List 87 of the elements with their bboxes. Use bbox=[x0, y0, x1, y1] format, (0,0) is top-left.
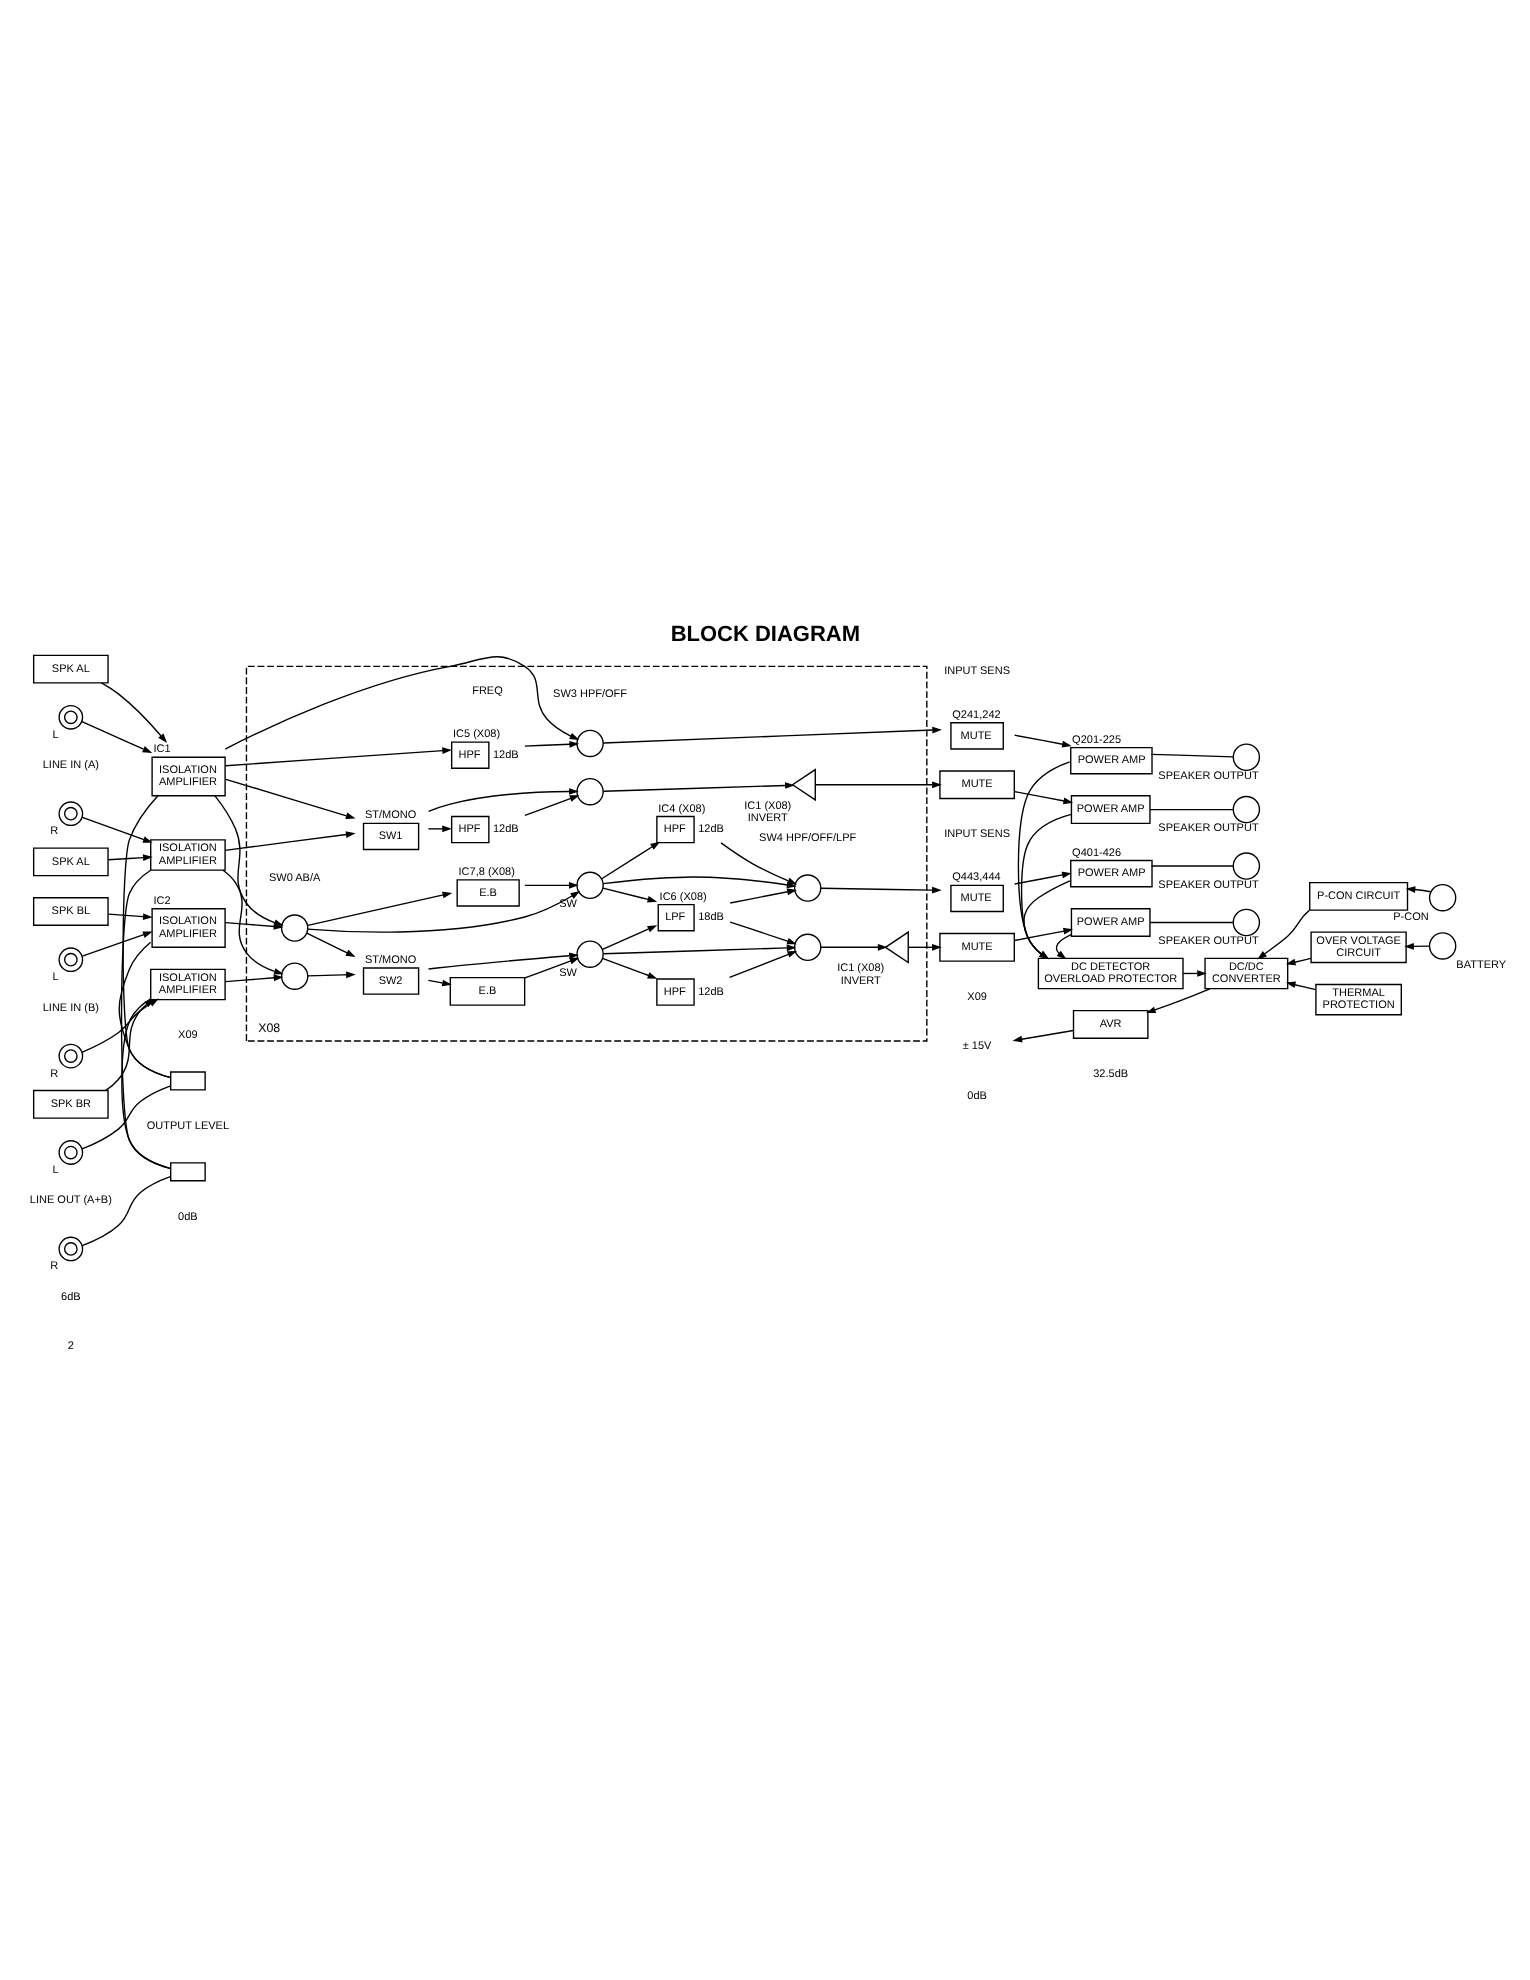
arrow bbox=[306, 932, 356, 957]
arrow bbox=[1285, 957, 1312, 966]
node-circle bbox=[58, 801, 84, 827]
node-circle bbox=[1428, 883, 1457, 912]
connector bbox=[1150, 865, 1234, 867]
arrow bbox=[601, 925, 658, 950]
node-circle bbox=[576, 729, 604, 758]
node-circle bbox=[793, 933, 822, 962]
node-circle bbox=[1232, 743, 1261, 771]
node-circle bbox=[58, 1236, 84, 1262]
arrow bbox=[601, 957, 658, 979]
node-box bbox=[170, 1162, 206, 1182]
connector bbox=[118, 941, 172, 1079]
node-circle bbox=[576, 871, 604, 900]
arrow bbox=[814, 781, 942, 789]
node-circle bbox=[1232, 852, 1261, 880]
node-circle bbox=[793, 874, 822, 902]
node-circle bbox=[280, 962, 309, 990]
arrow bbox=[105, 998, 155, 1092]
arrow bbox=[224, 656, 580, 750]
arrow bbox=[1013, 871, 1072, 885]
arrow bbox=[524, 957, 580, 979]
connector bbox=[81, 1175, 172, 1247]
arrow bbox=[427, 952, 579, 970]
arrow bbox=[1405, 886, 1432, 893]
arrow bbox=[81, 931, 153, 957]
arrow bbox=[820, 886, 942, 894]
arrow bbox=[1012, 1029, 1074, 1043]
arrow bbox=[1146, 988, 1211, 1014]
arrow bbox=[81, 816, 153, 843]
arrow bbox=[427, 825, 452, 833]
arrow bbox=[427, 979, 452, 987]
arrow bbox=[307, 971, 356, 979]
arrow bbox=[1285, 981, 1317, 991]
arrow bbox=[1013, 734, 1072, 748]
arrow bbox=[820, 943, 888, 951]
node-circle bbox=[576, 777, 604, 806]
arrow bbox=[524, 795, 580, 817]
arrow bbox=[427, 788, 579, 812]
arrow bbox=[1013, 927, 1074, 942]
arrow bbox=[107, 913, 153, 920]
node-circle bbox=[1232, 908, 1261, 937]
arrow bbox=[729, 921, 797, 945]
arrow bbox=[1023, 880, 1071, 960]
arrow bbox=[224, 831, 356, 852]
arrow bbox=[81, 720, 153, 753]
arrow bbox=[601, 841, 661, 880]
arrow bbox=[524, 881, 579, 889]
diagram-title: BLOCK DIAGRAM bbox=[670, 623, 861, 648]
arrow bbox=[100, 682, 168, 743]
arrow bbox=[728, 950, 798, 979]
node-circle bbox=[576, 940, 604, 968]
node-circle bbox=[58, 1140, 84, 1165]
arrow bbox=[602, 876, 797, 889]
connector bbox=[1149, 808, 1234, 811]
arrow bbox=[602, 726, 942, 744]
arrow bbox=[1257, 909, 1310, 960]
arrow bbox=[224, 778, 356, 819]
arrow bbox=[907, 943, 942, 951]
arrow bbox=[1017, 761, 1071, 960]
arrow bbox=[602, 944, 797, 955]
arrow bbox=[307, 891, 581, 933]
node-triangle bbox=[884, 930, 909, 964]
node-circle bbox=[58, 704, 84, 730]
node-circle bbox=[58, 1043, 84, 1069]
arrow bbox=[307, 891, 453, 927]
node-triangle bbox=[791, 768, 816, 802]
arrow bbox=[1013, 790, 1074, 805]
arrow bbox=[524, 740, 580, 748]
arrow bbox=[1055, 934, 1072, 960]
connector bbox=[1150, 753, 1234, 758]
node-circle bbox=[1428, 932, 1457, 960]
arrow bbox=[729, 888, 797, 904]
node-circle bbox=[58, 947, 84, 973]
node-box bbox=[170, 1071, 206, 1091]
node-circle bbox=[280, 914, 309, 942]
arrow bbox=[602, 782, 795, 792]
arrow bbox=[720, 842, 798, 885]
arrow bbox=[225, 747, 452, 767]
arrow bbox=[1020, 813, 1072, 960]
connector bbox=[120, 869, 172, 1170]
arrow bbox=[225, 974, 284, 983]
node-circle bbox=[1232, 795, 1261, 824]
arrow bbox=[602, 887, 658, 903]
arrow bbox=[107, 854, 153, 862]
connector bbox=[81, 1085, 172, 1150]
connector bbox=[1149, 921, 1234, 924]
